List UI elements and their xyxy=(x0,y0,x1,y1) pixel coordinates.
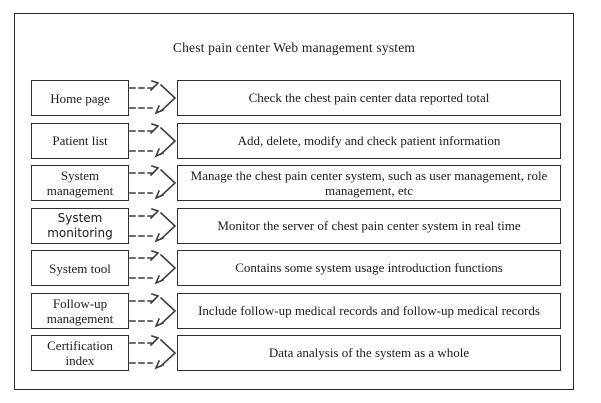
dashed-arrow-connector xyxy=(129,250,177,285)
module-box: System tool xyxy=(31,250,129,286)
diagram-rows: Home page Check the chest pain center da… xyxy=(31,80,561,371)
arrowhead-ne-icon xyxy=(149,335,160,347)
module-label: System monitoring xyxy=(47,210,113,240)
description-box: Check the chest pain center data reporte… xyxy=(177,80,561,116)
figure-title: Chest pain center Web management system xyxy=(172,40,416,55)
diagram-row: System tool Contains some system usage i… xyxy=(31,250,561,286)
module-box: Home page xyxy=(31,80,129,116)
module-label: System management xyxy=(46,168,114,198)
description-label: Add, delete, modify and check patient in… xyxy=(237,132,501,148)
module-box: Certification index xyxy=(31,335,129,371)
diagram-row: Certification index Data analysis of the… xyxy=(31,335,561,371)
dashed-arrow-connector xyxy=(129,335,177,370)
arrowhead-ne-icon xyxy=(149,165,160,177)
chevron-right-icon xyxy=(159,253,177,283)
arrowhead-ne-icon xyxy=(149,207,160,219)
module-label: Home page xyxy=(50,90,110,106)
description-label: Monitor the server of chest pain center … xyxy=(217,217,521,233)
arrowhead-sw-icon xyxy=(154,359,165,370)
arrowhead-sw-icon xyxy=(154,274,165,285)
description-box: Include follow-up medical records and fo… xyxy=(177,292,561,329)
chevron-right-icon xyxy=(159,338,177,368)
description-box: Contains some system usage introduction … xyxy=(177,250,561,286)
diagram-row: Home page Check the chest pain center da… xyxy=(31,80,561,116)
arrowhead-sw-icon xyxy=(154,104,165,115)
module-box: System management xyxy=(31,165,129,201)
dashed-arrow-connector xyxy=(129,207,177,243)
diagram-row: Patient list Add, delete, modify and che… xyxy=(31,122,561,159)
diagram-row: System management Manage the chest pain … xyxy=(31,165,561,201)
arrowhead-sw-icon xyxy=(154,232,165,243)
dashed-arrow-connector xyxy=(129,80,177,115)
description-label: Check the chest pain center data reporte… xyxy=(248,90,490,106)
description-label: Contains some system usage introduction … xyxy=(235,260,503,276)
module-label: System tool xyxy=(49,260,111,276)
arrowhead-ne-icon xyxy=(149,122,160,134)
arrowhead-sw-icon xyxy=(154,147,165,158)
module-box: Patient list xyxy=(31,122,129,159)
dashed-arrow-connector xyxy=(129,165,177,200)
arrowhead-ne-icon xyxy=(149,250,160,262)
description-label: Data analysis of the system as a whole xyxy=(268,345,470,361)
module-label: Patient list xyxy=(52,133,108,148)
description-box: Monitor the server of chest pain center … xyxy=(177,207,561,244)
chevron-right-icon xyxy=(159,83,177,113)
chevron-right-icon xyxy=(159,211,177,240)
module-label: Certification index xyxy=(47,338,113,368)
diagram-row: Follow-up management Include follow-up m… xyxy=(31,292,561,329)
description-box: Manage the chest pain center system, suc… xyxy=(177,165,561,201)
dashed-arrow-connector xyxy=(129,292,177,328)
arrowhead-sw-icon xyxy=(154,189,165,200)
description-label: Include follow-up medical records and fo… xyxy=(198,302,540,318)
figure-frame: Chest pain center Web management system … xyxy=(14,13,574,390)
module-label: Follow-up management xyxy=(46,295,114,326)
arrowhead-sw-icon xyxy=(154,317,165,328)
module-box: System monitoring xyxy=(31,207,129,244)
chevron-right-icon xyxy=(159,296,177,325)
module-box: Follow-up management xyxy=(31,292,129,329)
dashed-arrow-connector xyxy=(129,122,177,158)
arrowhead-ne-icon xyxy=(149,80,160,92)
description-box: Data analysis of the system as a whole xyxy=(177,335,561,371)
description-label: Manage the chest pain center system, suc… xyxy=(190,167,548,199)
chevron-right-icon xyxy=(159,168,177,198)
arrowhead-ne-icon xyxy=(149,292,160,304)
diagram-row: System monitoring Monitor the server of … xyxy=(31,207,561,244)
chevron-right-icon xyxy=(159,126,177,155)
description-box: Add, delete, modify and check patient in… xyxy=(177,122,561,159)
